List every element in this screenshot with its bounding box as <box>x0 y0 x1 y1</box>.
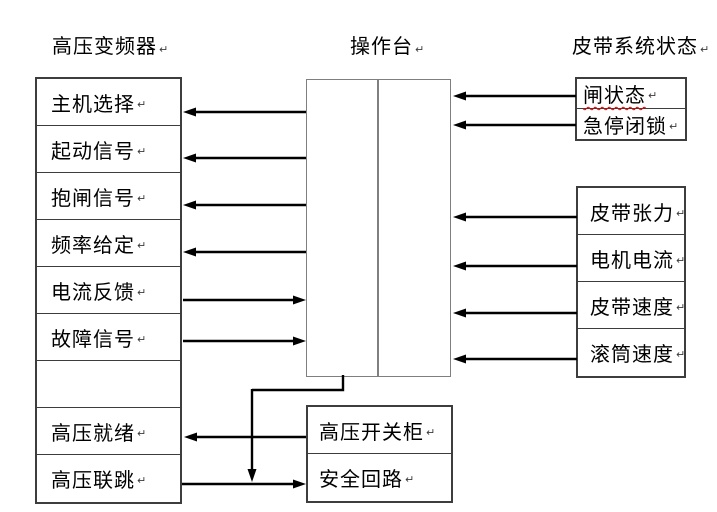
header-label: 操作台 <box>350 34 413 58</box>
row-label: 高压开关柜 <box>319 419 424 444</box>
eol-mark: ↵ <box>676 206 686 220</box>
console-box <box>306 79 451 377</box>
row-label: 频率给定 <box>51 232 135 257</box>
right-row-belt-tension: 皮带张力↵ <box>578 188 686 235</box>
left-row-fault-signal: 故障信号↵ <box>37 314 180 361</box>
row-label: 电机电流 <box>590 247 674 272</box>
switchgear-table: 高压开关柜↵ 安全回路↵ <box>306 405 453 503</box>
row-label: 高压联跳 <box>51 468 135 492</box>
belt-telemetry-table: 皮带张力↵ 电机电流↵ 皮带速度↵ 滚筒速度↵ <box>576 186 686 378</box>
row-label: 主机选择 <box>51 91 135 116</box>
left-row-start-signal: 起动信号↵ <box>37 126 180 173</box>
bottom-row-hv-switchgear: 高压开关柜↵ <box>308 407 451 454</box>
left-row-frequency-set: 频率给定↵ <box>37 220 180 267</box>
eol-mark: ↵ <box>676 348 686 361</box>
header-console: 操作台↵ <box>350 30 425 59</box>
eol-mark: ↵ <box>676 300 686 314</box>
left-row-host-select: 主机选择↵ <box>37 79 180 126</box>
row-label: 滚筒速度 <box>590 342 674 366</box>
eol-mark: ↵ <box>137 474 147 487</box>
eol-mark: ↵ <box>415 43 426 56</box>
console-inner-divider <box>377 80 379 376</box>
bottom-row-safety-loop: 安全回路↵ <box>308 454 451 501</box>
row-label: 高压就绪 <box>51 420 135 445</box>
header-belt-status: 皮带系统状态↵ <box>572 30 710 59</box>
left-row-current-feedback: 电流反馈↵ <box>37 267 180 314</box>
header-label: 皮带系统状态 <box>572 34 698 58</box>
eol-mark: ↵ <box>137 144 147 158</box>
eol-mark: ↵ <box>700 43 711 56</box>
console-bottom-elbow <box>252 375 345 392</box>
eol-mark: ↵ <box>676 253 686 267</box>
eol-mark: ↵ <box>426 425 436 439</box>
right-row-motor-current: 电机电流↵ <box>578 235 686 282</box>
eol-mark: ↵ <box>669 119 679 133</box>
header-label: 高压变频器 <box>52 34 157 58</box>
right-row-gate-status: 闸状态↵ <box>577 79 685 109</box>
right-row-estop-lock: 急停闭锁↵ <box>577 109 685 139</box>
row-label: 抱闸信号 <box>51 185 135 210</box>
right-row-drum-speed: 滚筒速度↵ <box>578 329 686 376</box>
header-hv-inverter: 高压变频器↵ <box>52 30 169 59</box>
row-label: 闸状态 <box>583 83 646 107</box>
eol-mark: ↵ <box>159 43 170 56</box>
eol-mark: ↵ <box>137 238 147 252</box>
gate-status-table: 闸状态↵ 急停闭锁↵ <box>575 77 687 141</box>
eol-mark: ↵ <box>137 191 147 205</box>
row-label: 急停闭锁 <box>583 113 667 138</box>
row-label: 皮带速度 <box>590 294 674 319</box>
row-label: 安全回路 <box>319 467 403 491</box>
eol-mark: ↵ <box>405 473 415 486</box>
right-row-belt-speed: 皮带速度↵ <box>578 282 686 329</box>
left-row-brake-signal: 抱闸信号↵ <box>37 173 180 220</box>
row-label: 起动信号 <box>51 138 135 163</box>
eol-mark: ↵ <box>137 97 147 111</box>
hv-inverter-table: 主机选择↵ 起动信号↵ 抱闸信号↵ 频率给定↵ 电流反馈↵ 故障信号↵ 高压就绪… <box>35 77 182 504</box>
eol-mark: ↵ <box>137 426 147 440</box>
eol-mark: ↵ <box>648 89 658 102</box>
row-label: 电流反馈 <box>51 279 135 304</box>
eol-mark: ↵ <box>137 285 147 299</box>
left-row-hv-trip: 高压联跳↵ <box>37 455 180 502</box>
left-row-hv-ready: 高压就绪↵ <box>37 408 180 455</box>
row-label: 故障信号 <box>51 326 135 351</box>
row-label: 皮带张力 <box>590 200 674 225</box>
left-row-empty <box>37 361 180 408</box>
eol-mark: ↵ <box>137 332 147 346</box>
